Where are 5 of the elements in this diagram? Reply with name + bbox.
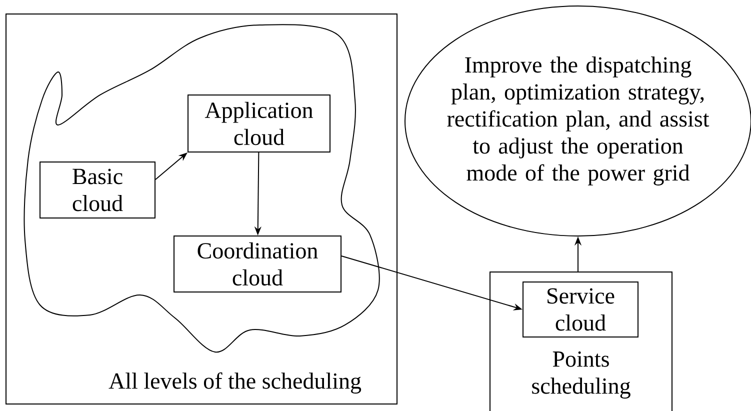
process-box: Basic cloud — [40, 162, 156, 218]
process-box: Coordination cloud — [174, 236, 342, 292]
cloud-outline — [24, 24, 380, 353]
process-box: Service cloud — [522, 281, 638, 338]
process-box: Application cloud — [188, 94, 330, 152]
